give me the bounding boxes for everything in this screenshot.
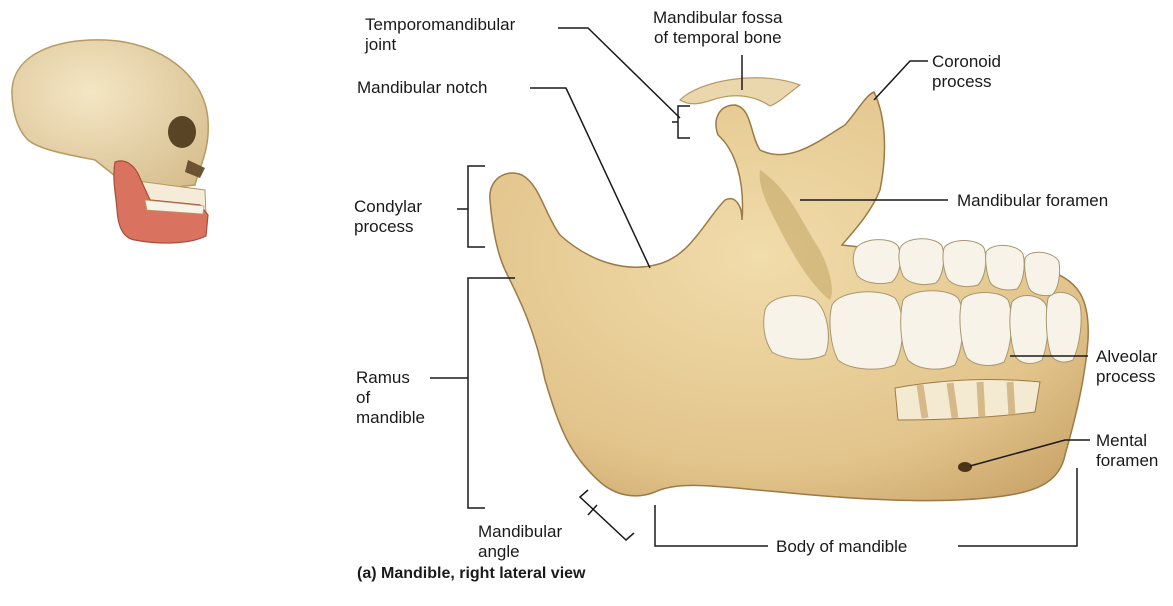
label-temporomandibular-joint: Temporomandibular joint [365, 15, 515, 55]
lower-teeth [764, 291, 1081, 369]
label-mental-foramen: Mental foramen [1096, 431, 1158, 471]
figure-caption: (a) Mandible, right lateral view [357, 565, 586, 583]
label-mandibular-angle: Mandibular angle [478, 522, 562, 562]
label-mandibular-notch: Mandibular notch [357, 78, 487, 98]
temporal-bone-fossa [680, 78, 800, 106]
label-mandibular-fossa: Mandibular fossa of temporal bone [653, 8, 782, 48]
skull-thumbnail [12, 40, 208, 243]
label-coronoid-process: Coronoid process [932, 52, 1001, 92]
label-alveolar-process: Alveolar process [1096, 347, 1157, 387]
mental-foramen-hole [958, 462, 972, 472]
label-condylar-process: Condylar process [354, 197, 422, 237]
alveolar-window [895, 380, 1040, 420]
label-mandibular-foramen: Mandibular foramen [957, 191, 1108, 211]
label-ramus-of-mandible: Ramus of mandible [356, 368, 425, 428]
label-body-of-mandible: Body of mandible [776, 537, 907, 557]
